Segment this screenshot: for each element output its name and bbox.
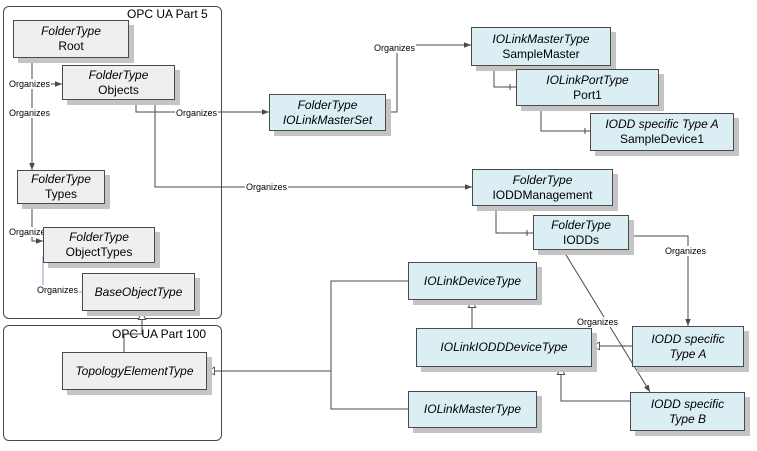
node-iodd-type-a[interactable]: IODD specific Type A <box>632 326 744 367</box>
node-samplemaster-type: IOLinkMasterType <box>492 31 590 46</box>
node-ioddmanagement-type: FolderType <box>512 172 573 187</box>
node-samplemaster-name: SampleMaster <box>502 46 580 61</box>
node-iolinkiodddevicetype-name: IOLinkIODDDeviceType <box>440 340 568 354</box>
node-iolinkdevicetype[interactable]: IOLinkDeviceType <box>408 262 537 300</box>
node-iolinkmasterset[interactable]: FolderType IOLinkMasterSet <box>269 94 386 131</box>
node-types-type: FolderType <box>31 172 91 186</box>
region-title-part-5: OPC UA Part 5 <box>127 7 208 21</box>
node-objecttypes-type: FolderType <box>69 230 129 244</box>
edge-ioddmgmt-iodds <box>495 206 533 234</box>
edge-label-organizes-iodds-typea: Organizes <box>664 246 708 256</box>
edge-label-organizes-objecttypes-base: Organizes <box>36 285 80 295</box>
edge-objects-masterset <box>135 100 269 115</box>
edge-label-organizes-root-objects: Organizes <box>8 79 52 89</box>
node-iodd-type-a-line2: Type A <box>669 346 707 361</box>
node-iodd-type-b-line2: Type B <box>668 411 707 426</box>
edge-masterset-samplemaster <box>386 42 471 113</box>
node-root-type: FolderType <box>41 24 101 38</box>
node-iolinkiodddevicetype[interactable]: IOLinkIODDDeviceType <box>416 328 592 367</box>
node-port1-type: IOLinkPortType <box>546 72 629 87</box>
node-ioddmanagement-name: IODDManagement <box>492 187 593 202</box>
node-root[interactable]: FolderType Root <box>13 20 129 58</box>
edge-label-organizes-root-types: Organizes <box>8 108 52 118</box>
node-iolinkdevicetype-name: IOLinkDeviceType <box>423 273 522 288</box>
node-iodds-type: FolderType <box>551 217 611 232</box>
edge-devicetype-topology <box>330 280 408 410</box>
node-samplemaster[interactable]: IOLinkMasterType SampleMaster <box>471 27 611 66</box>
edge-label-organizes-iodds-typeb: Organizes <box>576 317 620 327</box>
edge-objects-ioddmgmt <box>154 100 472 190</box>
node-iodd-type-b-line1: IODD specific <box>650 396 725 411</box>
node-sampledevice1[interactable]: IODD specific Type A SampleDevice1 <box>590 113 734 151</box>
edge-label-organizes-objects-masterset: Organizes <box>175 108 219 118</box>
node-iodds[interactable]: FolderType IODDs <box>533 215 629 250</box>
region-opc-ua-part-100 <box>3 325 222 441</box>
node-iolinkmasterset-name: IOLinkMasterSet <box>282 112 373 127</box>
node-objects-name: Objects <box>98 82 139 97</box>
edge-port1-sampledevice <box>540 106 590 132</box>
node-objecttypes[interactable]: FolderType ObjectTypes <box>43 227 155 263</box>
node-iolinkmastertype-name: IOLinkMasterType <box>423 402 522 416</box>
node-ioddmanagement[interactable]: FolderType IODDManagement <box>472 169 613 206</box>
node-root-name: Root <box>58 39 84 53</box>
node-iodds-name: IODDs <box>563 232 599 247</box>
node-iodd-type-b[interactable]: IODD specific Type B <box>630 392 745 431</box>
node-topologyelementtype[interactable]: TopologyElementType <box>62 352 207 390</box>
node-types-name: Types <box>44 187 77 201</box>
node-topologyelementtype-name: TopologyElementType <box>75 363 194 378</box>
node-objects-type: FolderType <box>88 67 149 82</box>
node-objects[interactable]: FolderType Objects <box>62 65 175 100</box>
edge-types-objecttypes <box>31 204 43 244</box>
node-baseobjecttype-name: BaseObjectType <box>94 284 183 299</box>
edge-label-organizes-types-objecttypes: Organizes <box>8 227 52 237</box>
node-objecttypes-name: ObjectTypes <box>65 245 133 259</box>
edge-label-organizes-objects-ioddmgmt: Organizes <box>245 182 289 192</box>
node-sampledevice1-type: IODD specific Type A <box>605 117 719 131</box>
node-types[interactable]: FolderType Types <box>17 170 105 204</box>
node-sampledevice1-name: SampleDevice1 <box>619 132 705 146</box>
node-port1-name: Port1 <box>573 87 602 102</box>
edge-topology-base <box>123 312 142 352</box>
edge-samplemaster-port1 <box>493 66 516 88</box>
region-opc-ua-part-5 <box>3 6 222 319</box>
node-iolinkmasterset-type: FolderType <box>297 97 358 112</box>
node-baseobjecttype[interactable]: BaseObjectType <box>82 273 195 311</box>
edge-iodds-typea <box>629 235 691 326</box>
region-title-part-100: OPC UA Part 100 <box>112 327 207 341</box>
node-iodd-type-a-line1: IODD specific <box>651 331 725 346</box>
edge-label-organizes-masterset-samplemaster: Organizes <box>373 43 417 53</box>
node-iolinkmastertype[interactable]: IOLinkMasterType <box>408 391 537 428</box>
edge-typeb-iodddevice <box>561 367 630 402</box>
node-port1[interactable]: IOLinkPortType Port1 <box>516 69 659 106</box>
